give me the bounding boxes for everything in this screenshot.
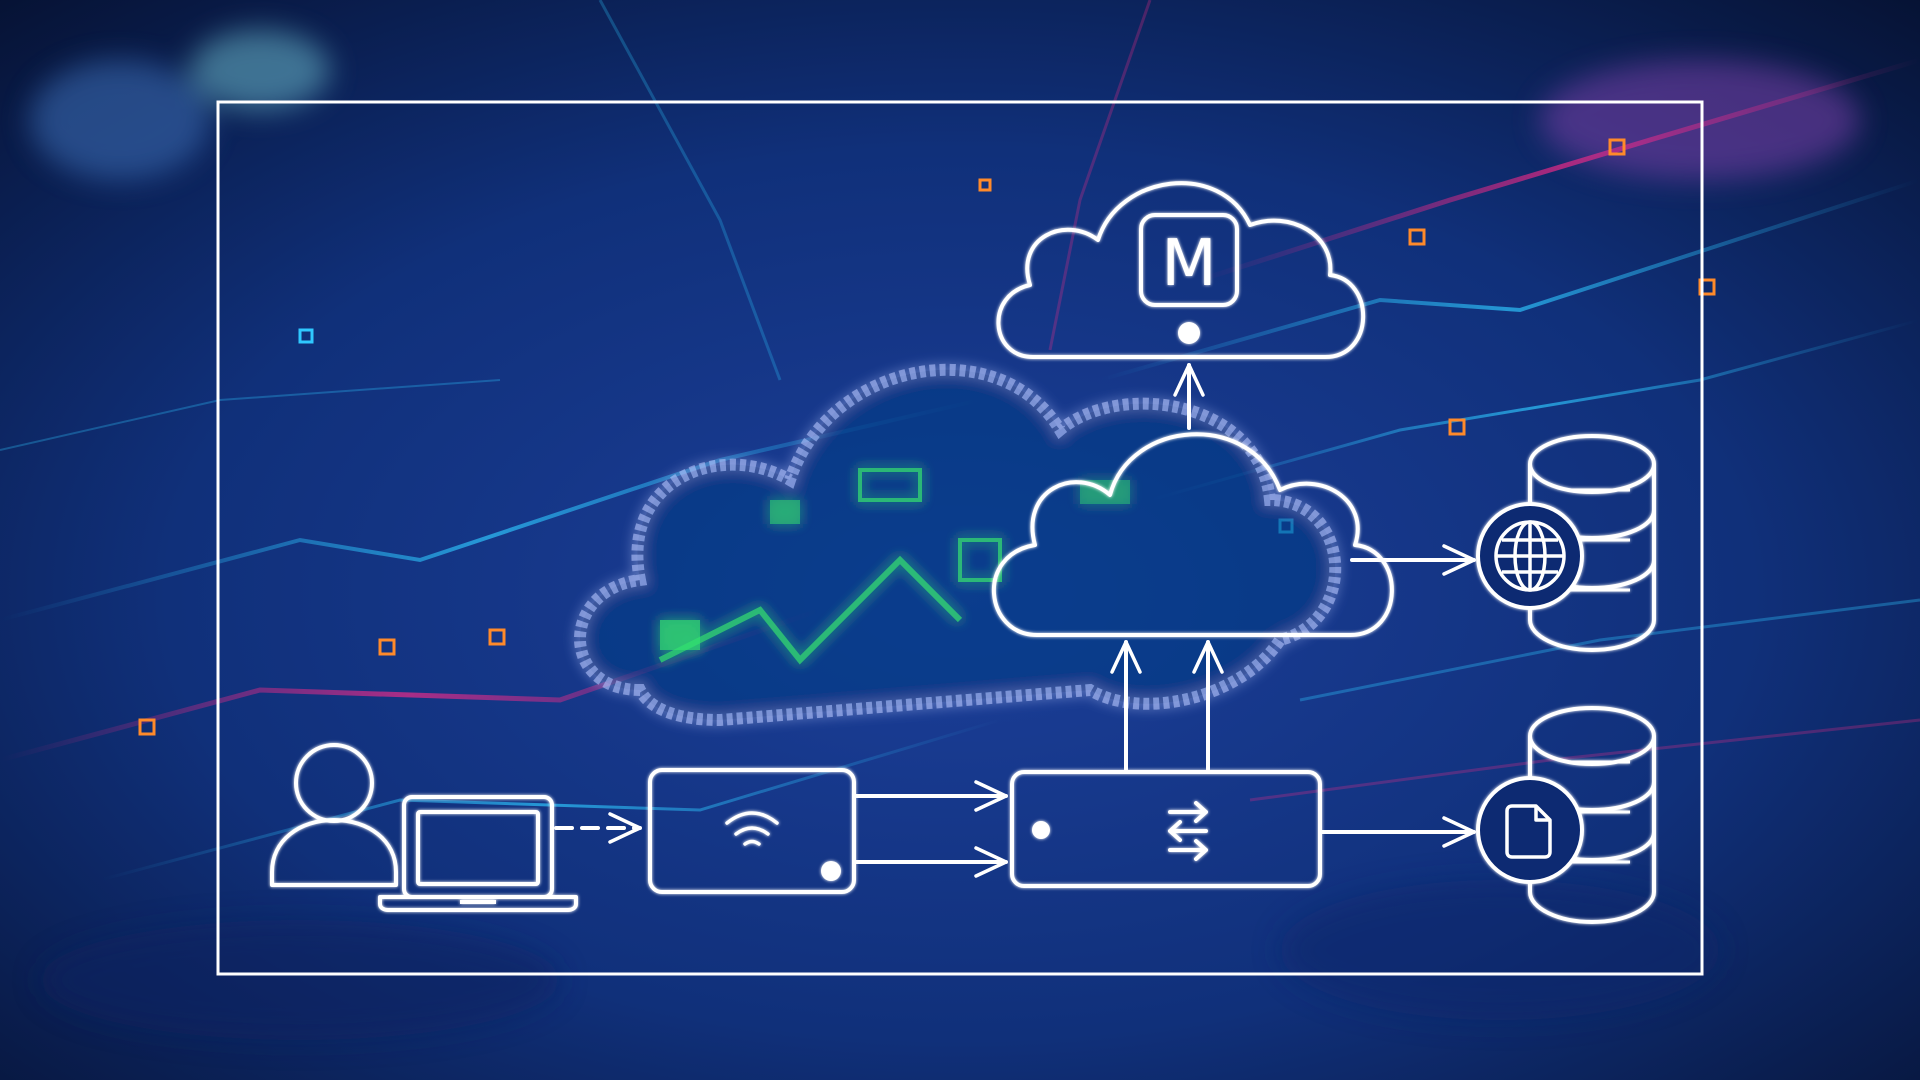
database-file-icon — [1476, 706, 1656, 925]
wifi-router-node — [648, 768, 856, 894]
network-switch-box — [1010, 770, 1322, 888]
diagram-frame — [216, 100, 1704, 976]
wifi-router-box — [648, 768, 856, 894]
laptop-icon — [378, 795, 578, 912]
management-badge-letter: M — [1161, 227, 1216, 301]
user-node — [270, 743, 398, 887]
switch-arrows-icon — [1168, 801, 1208, 861]
private-cloud-icon — [992, 432, 1394, 637]
user-icon — [270, 743, 398, 887]
laptop-node — [378, 795, 578, 912]
connections — [554, 363, 1476, 878]
private-cloud-node — [992, 432, 1394, 637]
management-badge-box — [1139, 213, 1239, 307]
network-switch-led — [1032, 821, 1050, 839]
web-database-node — [1476, 434, 1656, 653]
network-switch-node — [1010, 770, 1322, 888]
file-database-node — [1476, 706, 1656, 925]
database-globe-icon — [1476, 434, 1656, 653]
management-cloud-node: M — [996, 181, 1366, 359]
background-cloud-glow — [574, 363, 1342, 727]
wifi-router-led — [821, 861, 841, 881]
management-cloud-icon — [996, 181, 1366, 359]
management-cloud-dot — [1178, 322, 1200, 344]
wifi-icon — [725, 811, 779, 846]
